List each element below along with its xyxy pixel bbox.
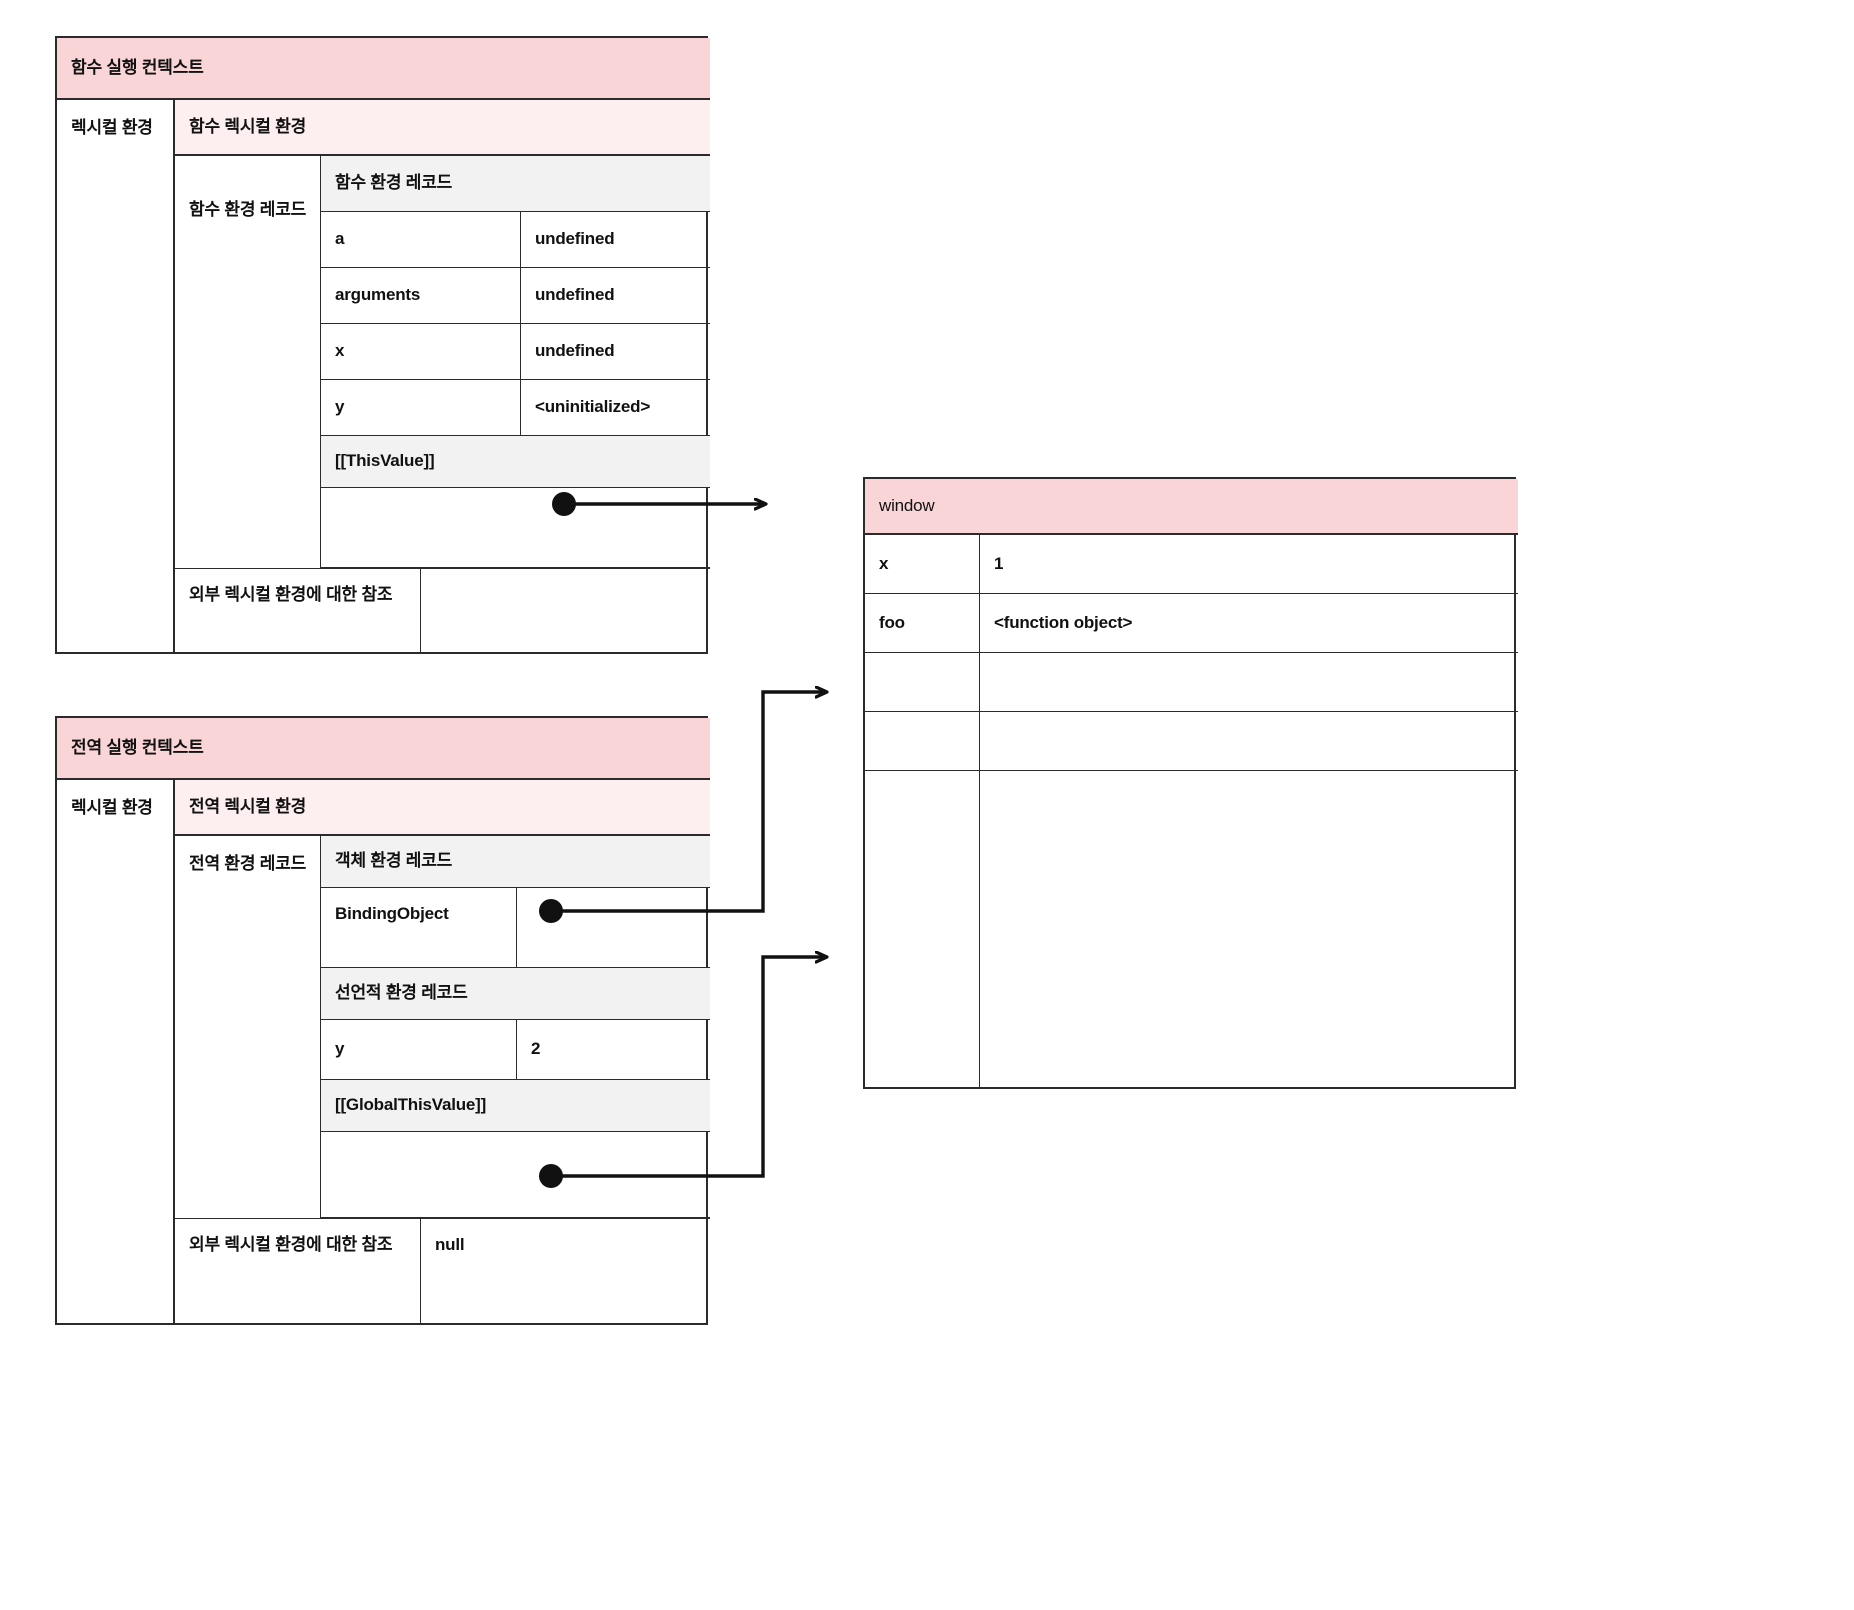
window-prop-value: <function object> bbox=[994, 612, 1133, 632]
binding-name: y bbox=[335, 397, 345, 417]
function-outer-ref-label-cell: 외부 렉시컬 환경에 대한 참조 bbox=[175, 568, 421, 654]
table-cell-value: undefined bbox=[521, 324, 710, 380]
window-object-box: window x 1 foo <function object> bbox=[863, 477, 1518, 1089]
global-context-title: 전역 실행 컨텍스트 bbox=[71, 737, 204, 757]
object-env-record-title: 객체 환경 레코드 bbox=[335, 851, 453, 871]
this-value-label-cell: [[ThisValue]] bbox=[321, 436, 710, 488]
window-prop-value: 1 bbox=[994, 553, 1004, 573]
binding-value: undefined bbox=[535, 341, 615, 361]
table-row: x bbox=[865, 535, 980, 594]
global-this-label: [[GlobalThisValue]] bbox=[335, 1095, 487, 1115]
function-lexical-env-title-cell: 함수 렉시컬 환경 bbox=[175, 100, 710, 156]
function-outer-ref-label: 외부 렉시컬 환경에 대한 참조 bbox=[189, 585, 393, 604]
global-this-value-cell[interactable] bbox=[321, 1132, 710, 1218]
table-row: x bbox=[321, 324, 521, 380]
declarative-env-record-title: 선언적 환경 레코드 bbox=[335, 983, 468, 1003]
this-value-label: [[ThisValue]] bbox=[335, 451, 435, 471]
table-row: arguments bbox=[321, 268, 521, 324]
global-outer-ref-label: 외부 렉시컬 환경에 대한 참조 bbox=[189, 1235, 393, 1254]
global-lexical-env-label: 렉시컬 환경 bbox=[71, 798, 153, 817]
function-lexical-env-label: 렉시컬 환경 bbox=[71, 118, 153, 137]
binding-object-value-cell[interactable] bbox=[517, 888, 710, 968]
binding-name: y bbox=[335, 1039, 345, 1059]
binding-object-label-cell: BindingObject bbox=[321, 888, 517, 968]
window-prop-name: x bbox=[879, 553, 889, 573]
global-env-record-label-cell: 전역 환경 레코드 bbox=[175, 836, 321, 1218]
function-env-record-label-cell: 함수 환경 레코드 bbox=[175, 156, 321, 568]
global-lexical-env-title-cell: 전역 렉시컬 환경 bbox=[175, 780, 710, 836]
function-context-title-cell: 함수 실행 컨텍스트 bbox=[57, 38, 710, 100]
function-execution-context-box: 함수 실행 컨텍스트 렉시컬 환경 함수 렉시컬 환경 함수 환경 레코드 함수… bbox=[55, 36, 710, 654]
table-cell-value: undefined bbox=[521, 268, 710, 324]
table-row: y bbox=[321, 380, 521, 436]
global-this-label-cell: [[GlobalThisValue]] bbox=[321, 1080, 710, 1132]
table-cell-value bbox=[980, 712, 1518, 771]
global-lexical-env-label-cell: 렉시컬 환경 bbox=[57, 780, 175, 1325]
binding-name: a bbox=[335, 229, 345, 249]
function-env-record-label: 함수 환경 레코드 bbox=[189, 200, 307, 219]
binding-name: x bbox=[335, 341, 345, 361]
window-prop-name: foo bbox=[879, 612, 905, 632]
table-cell-value: <uninitialized> bbox=[521, 380, 710, 436]
table-cell-value bbox=[980, 771, 1518, 1087]
table-cell-value: 1 bbox=[980, 535, 1518, 594]
declarative-env-record-title-cell: 선언적 환경 레코드 bbox=[321, 968, 710, 1020]
function-outer-ref-value-cell bbox=[421, 568, 710, 654]
binding-name: arguments bbox=[335, 285, 421, 305]
global-lexical-env-title: 전역 렉시컬 환경 bbox=[189, 796, 307, 816]
table-cell-value: <function object> bbox=[980, 594, 1518, 653]
table-row bbox=[865, 653, 980, 712]
table-row: y bbox=[321, 1020, 517, 1080]
window-title: window bbox=[879, 495, 935, 515]
global-context-title-cell: 전역 실행 컨텍스트 bbox=[57, 718, 710, 780]
global-env-record-label: 전역 환경 레코드 bbox=[189, 854, 307, 873]
binding-value: undefined bbox=[535, 285, 615, 305]
function-lexical-env-title: 함수 렉시컬 환경 bbox=[189, 116, 307, 136]
window-title-cell: window bbox=[865, 479, 1518, 535]
function-context-title: 함수 실행 컨텍스트 bbox=[71, 57, 204, 77]
function-env-record-title-cell: 함수 환경 레코드 bbox=[321, 156, 710, 212]
function-lexical-env-label-cell: 렉시컬 환경 bbox=[57, 100, 175, 654]
table-cell-value: undefined bbox=[521, 212, 710, 268]
table-row: a bbox=[321, 212, 521, 268]
table-row: foo bbox=[865, 594, 980, 653]
object-env-record-title-cell: 객체 환경 레코드 bbox=[321, 836, 710, 888]
global-outer-ref-label-cell: 외부 렉시컬 환경에 대한 참조 bbox=[175, 1218, 421, 1325]
table-row bbox=[865, 712, 980, 771]
function-env-record-title: 함수 환경 레코드 bbox=[335, 173, 453, 193]
global-execution-context-box: 전역 실행 컨텍스트 렉시컬 환경 전역 렉시컬 환경 전역 환경 레코드 객체… bbox=[55, 716, 710, 1325]
global-outer-ref-value-cell: null bbox=[421, 1218, 710, 1325]
table-cell-value bbox=[980, 653, 1518, 712]
binding-value: 2 bbox=[531, 1039, 541, 1059]
table-row bbox=[865, 771, 980, 1087]
binding-object-label: BindingObject bbox=[335, 904, 449, 923]
binding-value: undefined bbox=[535, 229, 615, 249]
global-outer-ref-value: null bbox=[435, 1235, 465, 1254]
this-value-ref-cell[interactable] bbox=[321, 488, 710, 568]
table-cell-value: 2 bbox=[517, 1020, 710, 1080]
binding-value: <uninitialized> bbox=[535, 397, 651, 417]
